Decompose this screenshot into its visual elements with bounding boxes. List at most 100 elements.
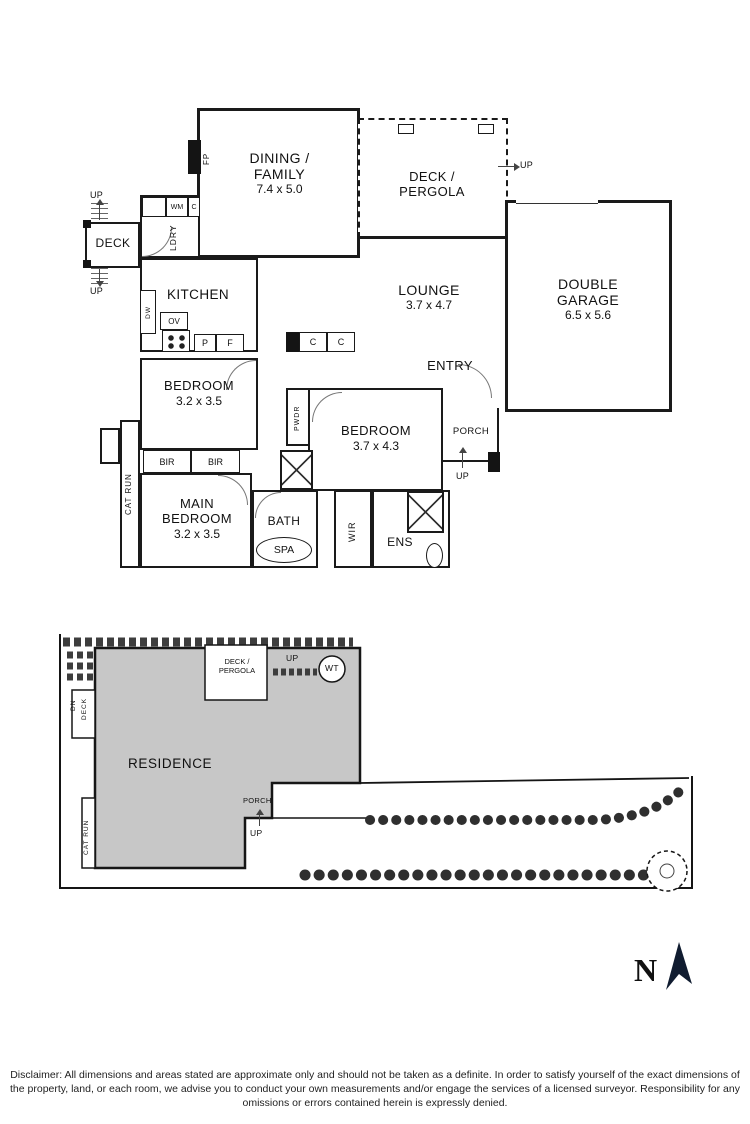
room-dims: 7.4 x 5.0 bbox=[256, 182, 303, 197]
ov-label: OV bbox=[168, 316, 180, 326]
arrow-down-icon bbox=[96, 281, 104, 287]
cat-run-notch bbox=[100, 428, 120, 464]
north-arrow-icon bbox=[666, 942, 692, 990]
site-up-label: UP bbox=[250, 828, 263, 838]
room-pwdr bbox=[286, 388, 310, 446]
room-double-garage bbox=[505, 200, 672, 412]
arrow-line bbox=[498, 166, 516, 167]
room-dims: 6.5 x 5.6 bbox=[564, 308, 612, 323]
hedge-driveway bbox=[365, 781, 690, 825]
c-label: C bbox=[191, 203, 197, 211]
label-lounge: LOUNGE 3.7 x 4.7 bbox=[390, 282, 468, 313]
washing-machine: WM bbox=[166, 197, 188, 217]
label-porch: PORCH bbox=[446, 426, 496, 438]
up-label: UP bbox=[520, 160, 534, 170]
water-tank bbox=[318, 655, 346, 683]
room-name: BEDROOM bbox=[164, 378, 234, 393]
label-dining: DINING / FAMILY 7.4 x 5.0 bbox=[222, 150, 337, 197]
arrow-right-icon bbox=[514, 163, 520, 171]
room-name: BEDROOM bbox=[341, 423, 411, 438]
dw-label: DW bbox=[144, 305, 152, 319]
room-name: ENTRY bbox=[427, 358, 473, 373]
site-cat-run bbox=[81, 797, 96, 869]
cupboard-2: C bbox=[327, 332, 355, 352]
site-cat-run-label: CAT RUN bbox=[83, 819, 90, 855]
fireplace bbox=[188, 140, 201, 174]
dishwasher: DW bbox=[140, 290, 156, 334]
room-dims: 3.2 x 3.5 bbox=[173, 526, 221, 541]
room-name: DECK bbox=[95, 236, 131, 250]
tree bbox=[646, 850, 688, 892]
bir-label: BIR bbox=[207, 456, 223, 467]
pergola-post bbox=[398, 124, 414, 134]
spa-bath: SPA bbox=[256, 537, 312, 563]
up-label: UP bbox=[90, 190, 104, 200]
site-deck-pergola bbox=[204, 644, 268, 701]
room-dims: 3.7 x 4.7 bbox=[405, 298, 453, 313]
dn-label: DN bbox=[70, 699, 77, 711]
toilet-ens bbox=[426, 543, 443, 568]
room-dining-family bbox=[197, 108, 360, 258]
site-up-label: UP bbox=[286, 653, 299, 663]
p-label: P bbox=[201, 338, 208, 348]
tree-trunk bbox=[659, 863, 675, 879]
label-entry: ENTRY bbox=[415, 358, 485, 374]
arrow-up-icon bbox=[96, 199, 104, 205]
laundry-label: LDRY bbox=[168, 224, 178, 252]
c-label: C bbox=[309, 337, 317, 347]
room-deck-pergola bbox=[358, 118, 508, 238]
label-garage: DOUBLE GARAGE 6.5 x 5.6 bbox=[518, 276, 658, 323]
arrow-line bbox=[259, 814, 260, 826]
site-boundary bbox=[59, 634, 693, 889]
north-label: N bbox=[634, 952, 658, 988]
arrow-line bbox=[99, 204, 100, 220]
cupboard-1: C bbox=[299, 332, 327, 352]
label-kitchen: KITCHEN bbox=[150, 287, 246, 303]
room-deck-left bbox=[85, 222, 140, 268]
cat-run-label: CAT RUN bbox=[124, 473, 133, 515]
wall-lounge-deck bbox=[358, 236, 508, 239]
cooktop bbox=[162, 330, 190, 352]
spa-label: SPA bbox=[273, 544, 295, 556]
f-label: F bbox=[227, 338, 233, 348]
porch-pier bbox=[488, 452, 500, 472]
garage-door bbox=[516, 197, 598, 204]
room-name: KITCHEN bbox=[166, 287, 230, 302]
site-deck-label: DECK bbox=[81, 697, 88, 721]
site-deck-pergola-label: DECK / PERGOLA bbox=[206, 657, 268, 675]
hall-pier bbox=[286, 332, 299, 352]
arrow-line bbox=[462, 452, 463, 468]
arrow-up-icon bbox=[459, 447, 467, 453]
cat-run-strip bbox=[120, 420, 140, 568]
room-name: BATH bbox=[267, 514, 301, 528]
label-bedroom-rear: BEDROOM 3.7 x 4.3 bbox=[333, 423, 419, 454]
driveway-edge bbox=[359, 777, 690, 784]
disclaimer-text: Disclaimer: All dimensions and areas sta… bbox=[10, 1069, 740, 1110]
laundry-cupboard: C bbox=[188, 197, 200, 217]
label-bedroom-front: BEDROOM 3.2 x 3.5 bbox=[145, 378, 253, 409]
bir-label: BIR bbox=[159, 456, 175, 467]
room-name: DECK / PERGOLA bbox=[218, 657, 256, 675]
room-name: ENS bbox=[387, 535, 413, 549]
label-deck-pergola: DECK / PERGOLA bbox=[372, 169, 492, 200]
label-bath: BATH bbox=[255, 514, 313, 529]
shower-ens bbox=[407, 491, 444, 533]
room-dims: 3.2 x 3.5 bbox=[175, 393, 223, 408]
room-name: DECK / PERGOLA bbox=[399, 169, 465, 199]
shower-bath bbox=[280, 450, 313, 490]
deck-post bbox=[83, 260, 91, 268]
robe-bir-2: BIR bbox=[191, 450, 240, 473]
label-deck: DECK bbox=[90, 236, 136, 251]
room-name: LOUNGE bbox=[398, 282, 460, 298]
wm-label: WM bbox=[170, 203, 184, 211]
robe-bir-1: BIR bbox=[143, 450, 191, 473]
wir-label: WIR bbox=[347, 521, 357, 543]
room-main-bedroom bbox=[140, 473, 252, 568]
room-wir bbox=[334, 490, 372, 568]
wt-label: WT bbox=[325, 663, 339, 673]
room-name: DINING / FAMILY bbox=[249, 150, 310, 183]
fireplace-label: FP bbox=[202, 152, 211, 166]
residence-label: RESIDENCE bbox=[128, 756, 213, 771]
porch-walls bbox=[443, 408, 499, 462]
